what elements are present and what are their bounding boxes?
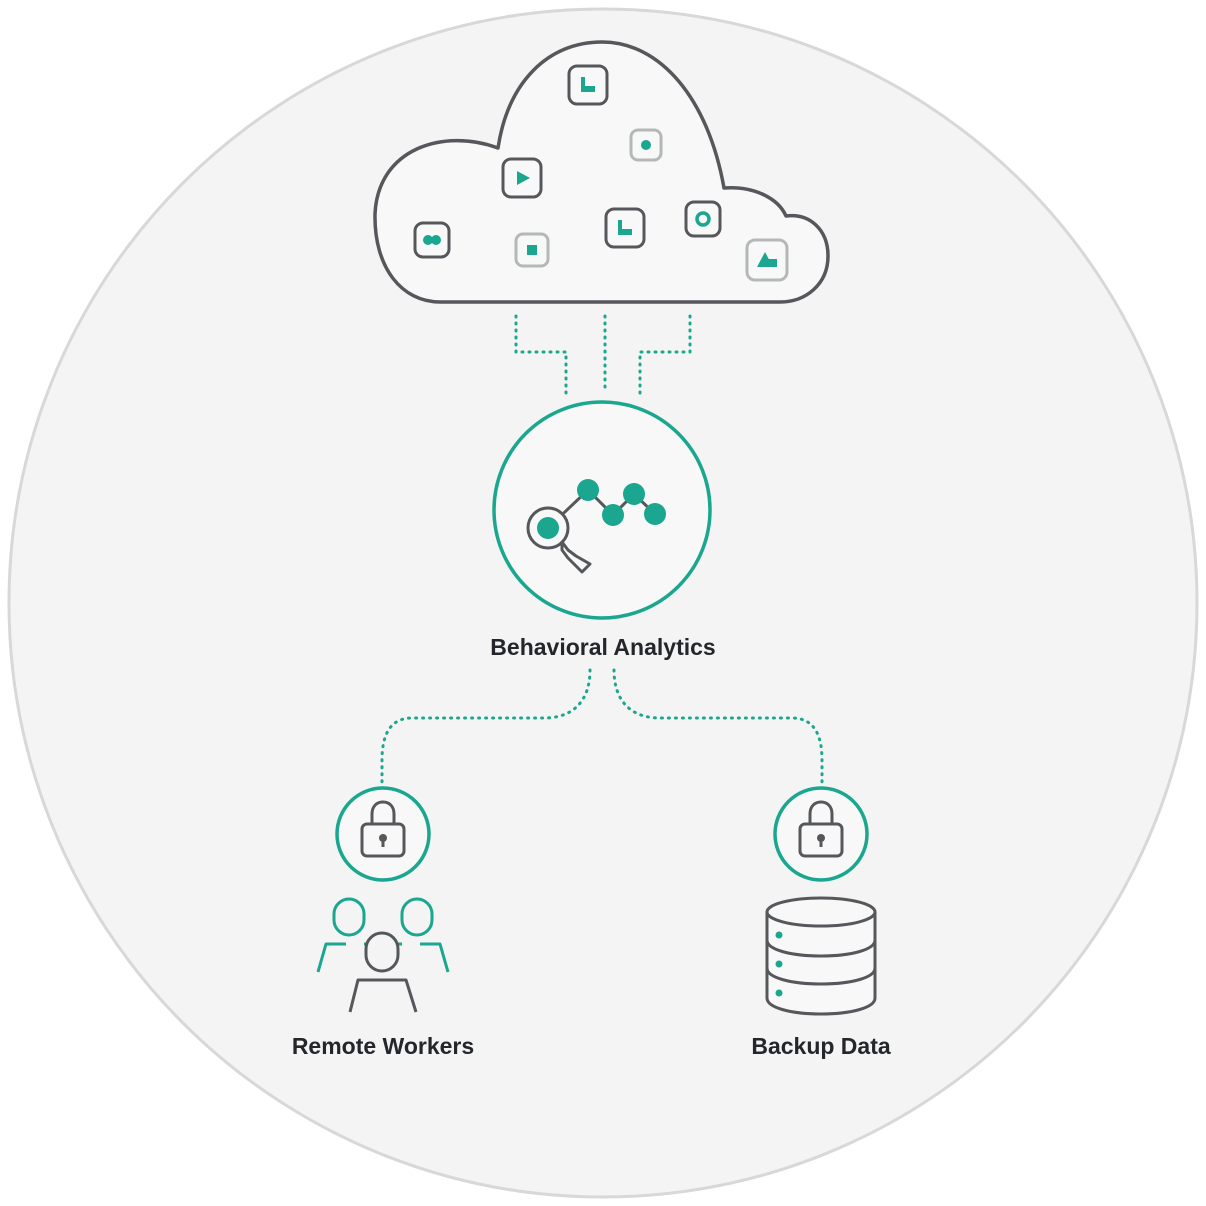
- backup-data-label: Backup Data: [751, 1033, 891, 1059]
- cloud-app-dot-icon: [629, 128, 663, 162]
- cloud-app-shapes-icon: [745, 238, 789, 282]
- cloud-app-play-icon: [501, 157, 543, 199]
- database-icon: [765, 896, 877, 1016]
- cloud-app-chart-icon: [567, 64, 609, 106]
- lock-icon: [335, 786, 431, 882]
- cloud-app-chart-icon: [604, 207, 646, 249]
- users-group-icon: [316, 897, 450, 1013]
- cloud-app-square-icon: [514, 232, 550, 268]
- magnifier-icon: [526, 506, 592, 574]
- behavioral-analytics-label: Behavioral Analytics: [490, 634, 716, 660]
- cloud-to-analytics-connectors: [514, 314, 692, 398]
- behavioral-analytics-icon: [492, 400, 712, 620]
- analytics-to-bottom-connectors: [380, 668, 824, 788]
- remote-workers-label: Remote Workers: [291, 1033, 475, 1059]
- cloud-app-pill-icon: [413, 221, 451, 259]
- lock-icon: [773, 786, 869, 882]
- cloud-app-ring-icon: [684, 200, 722, 238]
